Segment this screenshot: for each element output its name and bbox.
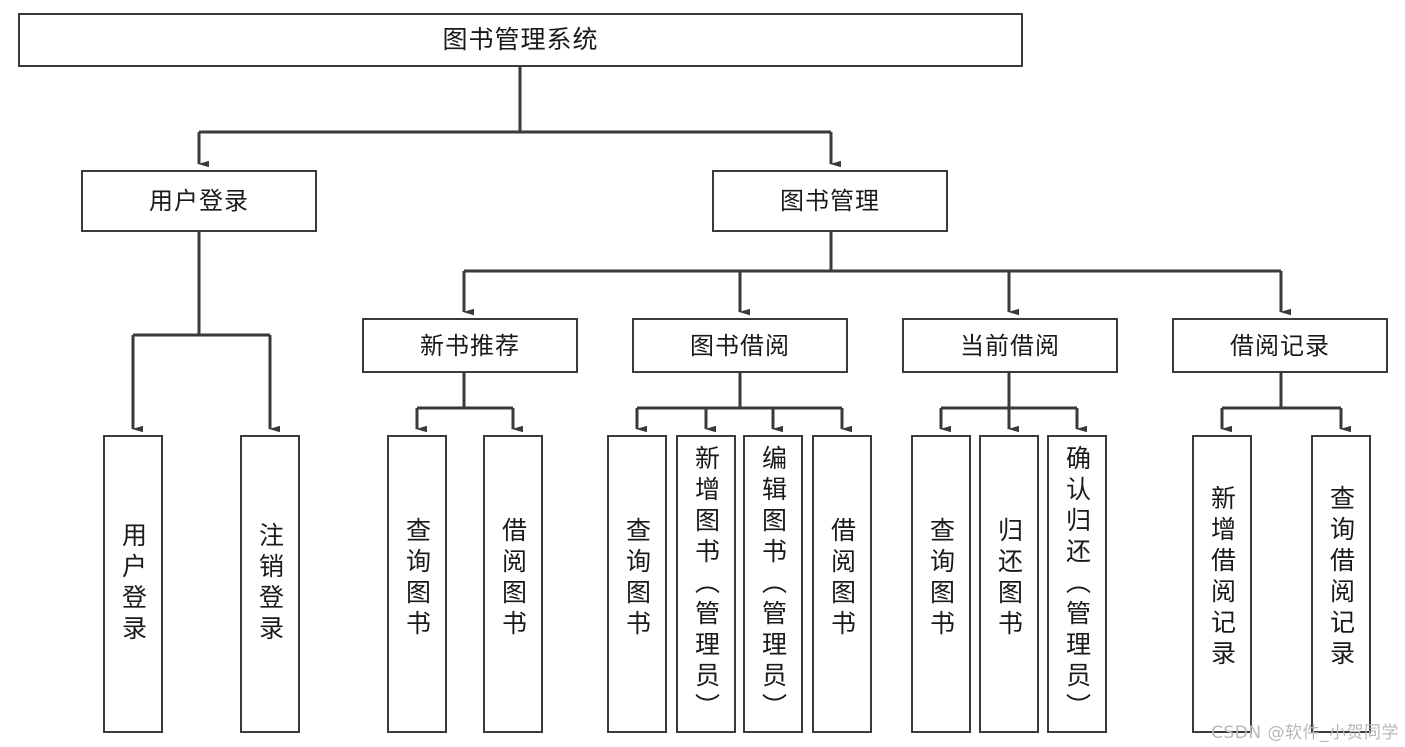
leaf-borrow-borrow-book[interactable]: 借阅图书 xyxy=(812,435,872,733)
node-label: 借阅图书 xyxy=(498,517,528,641)
leaf-rec-borrow-book[interactable]: 借阅图书 xyxy=(483,435,543,733)
node-label: 图书管理 xyxy=(780,187,880,215)
node-label: 查询图书 xyxy=(402,517,432,641)
node-label: 注销登录 xyxy=(255,522,285,646)
leaf-user-login[interactable]: 用户登录 xyxy=(103,435,163,733)
leaf-borrow-edit-book[interactable]: 编辑图书（管理员） xyxy=(743,435,803,733)
leaf-borrow-query-book[interactable]: 查询图书 xyxy=(607,435,667,733)
node-label: 图书借阅 xyxy=(690,331,790,360)
leaf-user-logout[interactable]: 注销登录 xyxy=(240,435,300,733)
node-label: 新书推荐 xyxy=(420,331,520,360)
node-label: 查询借阅记录 xyxy=(1326,485,1356,671)
node-borrow-record[interactable]: 借阅记录 xyxy=(1172,318,1388,373)
node-label: 查询图书 xyxy=(622,517,652,641)
node-label: 新增借阅记录 xyxy=(1207,485,1237,671)
node-current-borrow[interactable]: 当前借阅 xyxy=(902,318,1118,373)
node-label: 编辑图书（管理员） xyxy=(758,445,788,724)
leaf-rec-query-book[interactable]: 查询图书 xyxy=(387,435,447,733)
node-label: 当前借阅 xyxy=(960,331,1060,360)
node-label: 图书管理系统 xyxy=(442,25,599,55)
leaf-cur-query-book[interactable]: 查询图书 xyxy=(911,435,971,733)
node-label: 新增图书（管理员） xyxy=(691,445,721,724)
csdn-watermark: CSDN @软件_小贺同学 xyxy=(1211,723,1399,743)
leaf-cur-return-book[interactable]: 归还图书 xyxy=(979,435,1039,733)
node-label: 借阅记录 xyxy=(1230,331,1330,360)
node-label: 确认归还（管理员） xyxy=(1062,445,1092,724)
node-user-login[interactable]: 用户登录 xyxy=(81,170,317,232)
node-book-borrow[interactable]: 图书借阅 xyxy=(632,318,848,373)
node-label: 借阅图书 xyxy=(827,517,857,641)
node-root-book-management-system[interactable]: 图书管理系统 xyxy=(18,13,1023,67)
leaf-rec-add-record[interactable]: 新增借阅记录 xyxy=(1192,435,1252,733)
node-book-manage[interactable]: 图书管理 xyxy=(712,170,948,232)
node-label: 用户登录 xyxy=(149,187,249,215)
node-label: 归还图书 xyxy=(994,517,1024,641)
node-new-book-rec[interactable]: 新书推荐 xyxy=(362,318,578,373)
node-label: 用户登录 xyxy=(118,522,148,646)
node-label: 查询图书 xyxy=(926,517,956,641)
leaf-cur-confirm-return[interactable]: 确认归还（管理员） xyxy=(1047,435,1107,733)
leaf-borrow-add-book[interactable]: 新增图书（管理员） xyxy=(676,435,736,733)
leaf-rec-query-record[interactable]: 查询借阅记录 xyxy=(1311,435,1371,733)
